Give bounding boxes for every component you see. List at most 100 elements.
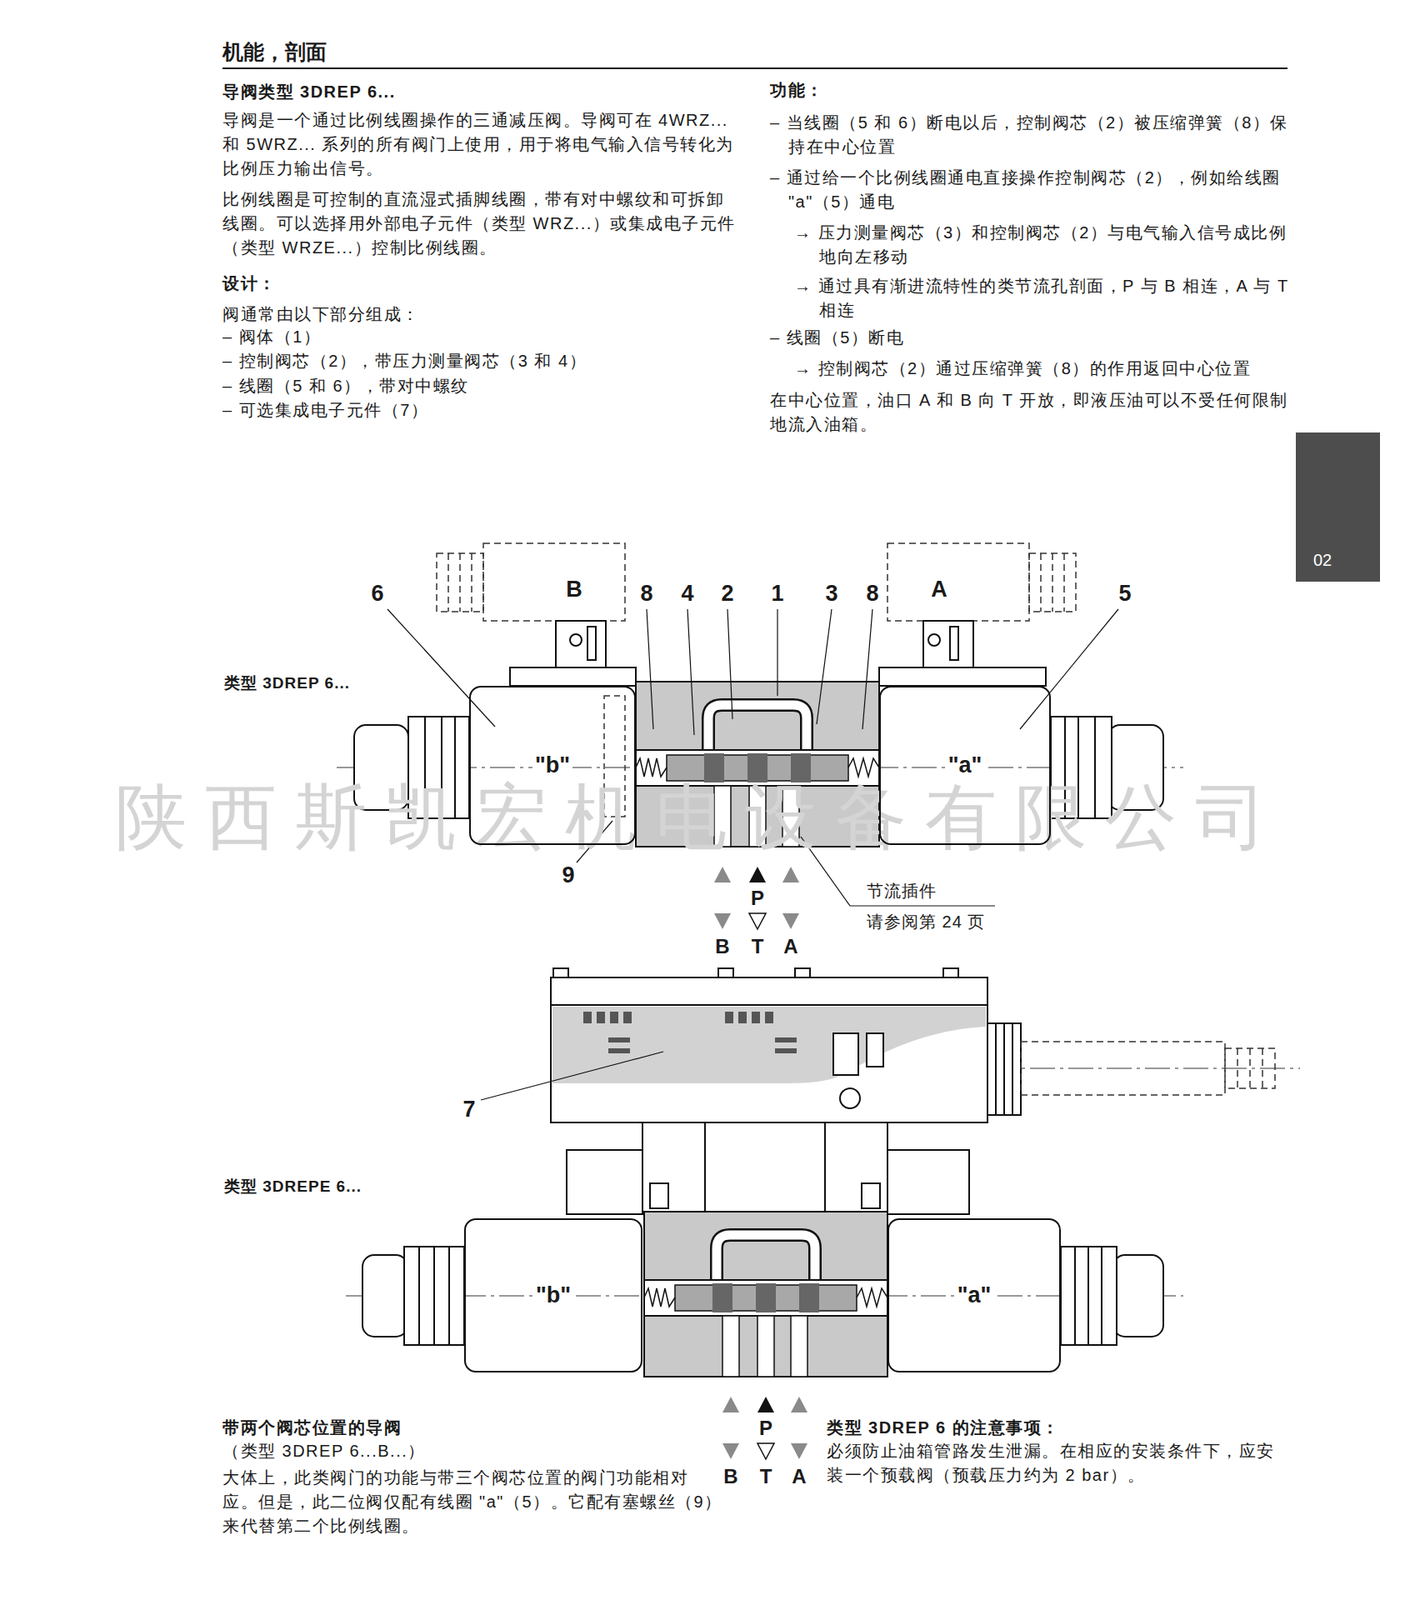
cable-socket [1003,1023,1005,1115]
electronics-housing [552,1006,986,1084]
leader-line [1020,609,1119,730]
electronics-housing [840,1088,860,1109]
tab-number: 02 [1310,550,1335,570]
list-item: – 阀体（1） [222,325,740,350]
coil-nut [1060,1246,1117,1345]
circuit-component [775,1048,797,1054]
adapter-block [887,1150,970,1215]
leader-line [480,1051,664,1100]
list-item: → 通过具有渐进流特性的类节流孔剖面，P 与 B 相连，A 与 T 相连 [794,274,1291,323]
body-text: 在中心位置，油口 A 和 B 向 T 开放，即液压油可以不受任何限制地流入油箱。 [770,388,1291,437]
adapter-block [824,1122,826,1215]
coil-terminal [928,634,940,646]
cable-socket [987,1023,1021,1115]
body-text: 比例线圈是可控制的直流湿式插脚线圈，带有对中螺纹和可拆卸线圈。可以选择用外部电子… [222,187,740,260]
electronics-housing [833,1033,859,1075]
cable-plug-outline [1261,1048,1264,1089]
coil-nut [448,1246,450,1345]
leader-line [727,609,733,720]
coil-terminal [879,667,1046,686]
cable-plug-outline [1020,1041,1275,1095]
coil-terminal [923,620,974,668]
coil-nut [1087,1246,1090,1345]
coil-label: "a" [955,1282,995,1309]
coil-nut [418,1246,420,1345]
callout-number: 6 [369,581,385,607]
electronics-housing [550,968,988,1123]
body-text: 阀通常由以下部分组成： [222,302,740,327]
leader-line [687,609,695,735]
circuit-component [583,1011,797,1054]
body-text: 必须防止油箱管路发生泄漏。在相应的安装条件下，应安装一个预载阀（预载压力约为 2… [826,1439,1277,1488]
coil-nut [1113,1255,1164,1337]
port-letter: P [749,887,766,910]
connector-plug [483,543,625,621]
circuit-component [738,1011,747,1024]
cable-socket [987,1023,1021,1115]
connector-plug [447,553,450,612]
electronics-housing [553,968,569,978]
port-letter: B [721,1465,740,1488]
adapter-block [566,1122,970,1215]
figure-title: 类型 3DREPE 6... [222,1177,364,1197]
body-text: 大体上，此类阀门的功能与带三个阀芯位置的阀门功能相对应。但是，此二位阀仅配有线圈… [222,1465,723,1539]
leader-line [387,609,495,727]
adapter-block [861,1183,880,1209]
coil-terminal [950,626,959,660]
leader-line [776,609,778,696]
coil-nut [1100,1246,1103,1345]
callout-number: 1 [769,581,785,607]
cable-socket [995,1023,997,1115]
connector-plug [887,543,1030,621]
adapter-block [650,1183,669,1209]
circuit-component [596,1011,605,1024]
list-item: – 通过给一个比例线圈通电直接操作控制阀芯（2），例如给线圈 "a"（5）通电 [770,165,1291,215]
electronics-housing [943,968,959,978]
section-heading: 导阀类型 3DREP 6... [222,80,740,105]
port-letter: B [713,935,731,958]
list-item: – 控制阀芯（2），带压力测量阀芯（3 和 4） [222,349,740,374]
circuit-component [608,1048,630,1054]
callout-number: 2 [719,581,735,607]
coil-nut [362,1255,408,1337]
connector-plug [470,553,473,612]
page-tab: 02 [1295,432,1380,582]
solenoid-coil: "a" [887,1218,1061,1373]
circuit-component [610,1011,619,1024]
cable-plug-outline [1236,1048,1239,1089]
connector-plug [1029,553,1076,612]
electronics-housing [550,977,988,1005]
connector-plug [1051,553,1054,612]
adapter-block [566,1150,643,1215]
section-heading: 功能： [770,78,1291,103]
connector-plug [1063,553,1065,612]
coil-terminal [570,634,582,646]
leader-line [862,609,873,730]
cable-plug-outline [1225,1048,1275,1089]
solenoid-coil: "b" [464,1218,643,1373]
cable-socket [1011,1023,1014,1115]
coil-nut [433,1246,435,1345]
circuit-component [775,1037,797,1043]
coil-nut [404,1246,465,1345]
list-item: – 线圈（5）断电 [770,325,1291,350]
body-text: （类型 3DREP 6...B...） [222,1439,740,1464]
port-letter: A [781,935,800,958]
solenoid-coil: "a" [879,685,1051,845]
callout-number: 3 [823,581,840,607]
page-title: 机能，剖面 [222,38,327,66]
cable-plug-outline [1020,1041,1225,1095]
callout-number: 8 [864,581,880,607]
connector-plug [436,543,1076,621]
connector-plug [1040,553,1042,612]
cable-plug-outline [1249,1048,1251,1089]
figure-title: 类型 3DREP 6... [222,674,352,694]
port-letter: T [758,1465,775,1488]
circuit-component [725,1011,734,1024]
leader-line [816,609,832,725]
coil-terminal [555,620,606,668]
callout-number: 9 [560,863,576,889]
coil-nut [1074,1246,1076,1345]
section-heading: 设计： [222,271,740,296]
